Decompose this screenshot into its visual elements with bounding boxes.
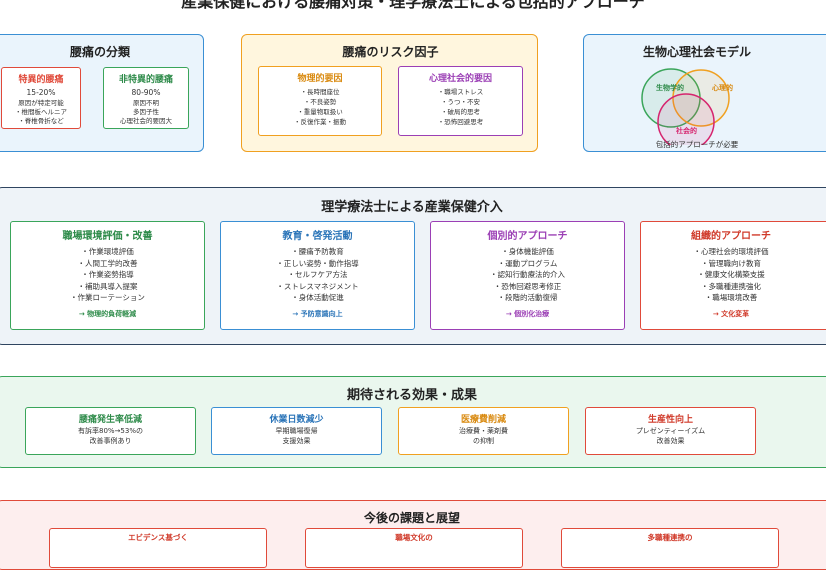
intervention-card-note: → 予防意識向上: [292, 309, 343, 318]
effect-card: 生産性向上 プレゼンティーイズム 改善効果: [585, 407, 756, 455]
effect-card-line: 有訴率80%→53%の: [78, 427, 143, 435]
effect-card-line: 改善効果: [656, 437, 685, 445]
physical-line: ・反復作業・振動: [294, 118, 346, 126]
specific-line: 15-20%: [26, 88, 56, 97]
nonspecific-line: 80-90%: [131, 88, 161, 97]
intervention-card-line: ・身体活動促進: [291, 293, 344, 302]
intervention-section: 理学療法士による産業保健介入 職場環境評価・改善 ・作業環境評価 ・人間工学的改…: [0, 187, 826, 345]
effect-card: 医療費削減 治療費・薬剤費 の抑制: [398, 407, 569, 455]
physical-line: ・重量物取扱い: [297, 108, 343, 116]
physical-line: ・不良姿勢: [303, 98, 337, 106]
future-title: 今後の課題と展望: [363, 511, 460, 525]
intervention-card-title: 教育・啓発活動: [282, 231, 353, 242]
intervention-card-title: 職場環境評価・改善: [62, 231, 153, 242]
main-title: 産業保健における腰痛対策・理学療法士による包括的アプローチ: [181, 0, 645, 11]
effect-card: 休業日数減少 早期職場復帰 支援効果: [211, 407, 382, 455]
physical-title: 物理的要因: [297, 74, 343, 84]
intervention-card-individual: 個別的アプローチ ・身体機能評価 ・運動プログラム ・認知行動療法的介入 ・恐怖…: [430, 221, 625, 330]
effects-section: 期待される効果・成果 腰痛発生率低減 有訴率80%→53%の 改善事例あり 休業…: [0, 376, 826, 468]
intervention-card-line: ・作業姿勢指導: [81, 270, 134, 279]
intervention-card-line: ・セルフケア方法: [287, 270, 348, 279]
classification-panel: 腰痛の分類 特異的腰痛 15-20% 原因が特定可能 ・椎間板ヘルニア ・脊椎骨…: [0, 34, 204, 152]
intervention-card-line: ・運動プログラム: [497, 258, 558, 268]
physical-line: ・長時間座位: [300, 88, 340, 96]
intervention-card-organizational: 組織的アプローチ ・心理社会的環境評価 ・管理職向け教育 ・健康文化構築支援 ・…: [640, 221, 826, 330]
bps-panel: 生物心理社会モデル 生物学的 心理的 社会的 包括的アプローチが必要: [583, 34, 826, 152]
effect-card-line: プレゼンティーイズム: [635, 427, 706, 435]
future-card-title: エビデンス基づく: [128, 533, 188, 542]
intervention-card-line: ・作業環境評価: [81, 247, 134, 256]
specific-line: 原因が特定可能: [18, 98, 64, 107]
nonspecific-line: 原因不明: [133, 98, 159, 107]
psycho-title: 心理社会的要因: [428, 74, 492, 84]
intervention-card-note: → 物理的負荷軽減: [78, 309, 137, 318]
psycho-box: 心理社会的要因 ・職場ストレス ・うつ・不安 ・破局的思考 ・恐怖回避思考: [398, 66, 523, 136]
effect-card-title: 休業日数減少: [269, 415, 324, 425]
intervention-card-line: ・ストレスマネジメント: [276, 281, 359, 291]
nonspecific-box: 非特異的腰痛 80-90% 原因不明 多因子性 心理社会的要因大: [103, 67, 189, 129]
effect-card-title: 医療費削減: [460, 415, 506, 425]
effect-card-line: 治療費・薬剤費: [459, 427, 508, 435]
effect-card-line: 支援効果: [282, 437, 311, 445]
risk-title: 腰痛のリスク因子: [342, 45, 439, 59]
intervention-card-line: ・腰痛予防教育: [291, 247, 344, 256]
effect-card-title: 生産性向上: [647, 415, 693, 425]
effect-card-title: 腰痛発生率低減: [78, 415, 142, 425]
intervention-card-environment: 職場環境評価・改善 ・作業環境評価 ・人間工学的改善 ・作業姿勢指導 ・補助具導…: [10, 221, 205, 330]
intervention-title: 理学療法士による産業保健介入: [321, 200, 503, 215]
psycho-line: ・恐怖回避思考: [437, 118, 484, 126]
risk-panel: 腰痛のリスク因子 物理的要因 ・長時間座位 ・不良姿勢 ・重量物取扱い ・反復作…: [241, 34, 538, 152]
psycho-line: ・破局的思考: [441, 108, 480, 116]
future-card: エビデンス基づく: [49, 528, 267, 568]
intervention-card-line: ・認知行動療法的介入: [490, 270, 565, 279]
intervention-card-line: ・管理職向け教育: [701, 258, 761, 268]
venn-bio-label: 生物学的: [656, 84, 684, 92]
bps-note: 包括的アプローチが必要: [655, 140, 739, 149]
future-section: 今後の課題と展望 エビデンス基づく 職場文化の 多職種連携の: [0, 500, 826, 570]
intervention-card-line: ・人間工学的改善: [77, 258, 138, 268]
effect-card-line: 改善事例あり: [89, 437, 132, 445]
specific-line: ・椎間板ヘルニア: [15, 107, 67, 116]
venn-social-circle: [657, 93, 715, 145]
effect-card-line: の抑制: [473, 437, 494, 445]
intervention-card-line: ・作業ローテーション: [70, 293, 145, 302]
psycho-line: ・うつ・不安: [441, 98, 480, 106]
intervention-card-line: ・職場環境改善: [704, 293, 758, 302]
intervention-card-education: 教育・啓発活動 ・腰痛予防教育 ・正しい姿勢・動作指導 ・セルフケア方法 ・スト…: [220, 221, 415, 330]
physical-box: 物理的要因 ・長時間座位 ・不良姿勢 ・重量物取扱い ・反復作業・振動: [258, 66, 382, 136]
intervention-card-line: ・恐怖回避思考修正: [493, 281, 562, 291]
nonspecific-title: 非特異的腰痛: [118, 75, 173, 85]
intervention-card-note: → 文化変革: [712, 309, 750, 318]
classification-title: 腰痛の分類: [69, 45, 130, 59]
future-card: 職場文化の: [305, 528, 523, 568]
venn-psych-label: 心理的: [712, 84, 733, 92]
intervention-card-title: 個別的アプローチ: [487, 231, 568, 242]
specific-title: 特異的腰痛: [18, 75, 64, 85]
future-card-title: 職場文化の: [395, 533, 433, 542]
psycho-line: ・職場ストレス: [437, 88, 484, 96]
effect-card: 腰痛発生率低減 有訴率80%→53%の 改善事例あり: [25, 407, 196, 455]
effects-title: 期待される効果・成果: [346, 388, 477, 403]
intervention-card-line: ・段階的活動復帰: [497, 293, 558, 302]
future-card-title: 多職種連携の: [647, 533, 693, 542]
effect-card-line: 早期職場復帰: [275, 427, 318, 435]
venn-diagram: [641, 68, 730, 145]
intervention-card-line: ・健康文化構築支援: [697, 270, 765, 279]
intervention-card-note: → 個別化治療: [505, 309, 550, 318]
specific-box: 特異的腰痛 15-20% 原因が特定可能 ・椎間板ヘルニア ・脊椎骨折など: [1, 67, 81, 129]
intervention-card-line: ・多職種連携強化: [701, 281, 761, 291]
intervention-card-line: ・身体機能評価: [501, 247, 554, 256]
nonspecific-line: 多因子性: [133, 107, 159, 116]
bps-title: 生物心理社会モデル: [642, 45, 751, 59]
future-card: 多職種連携の: [561, 528, 779, 568]
specific-line: ・脊椎骨折など: [18, 116, 64, 125]
intervention-card-line: ・補助具導入提案: [77, 281, 138, 291]
nonspecific-line: 心理社会的要因大: [120, 116, 172, 125]
intervention-card-title: 組織的アプローチ: [691, 231, 771, 242]
intervention-card-line: ・正しい姿勢・動作指導: [276, 258, 359, 268]
venn-social-label: 社会的: [676, 127, 697, 135]
intervention-card-line: ・心理社会的環境評価: [693, 247, 769, 256]
